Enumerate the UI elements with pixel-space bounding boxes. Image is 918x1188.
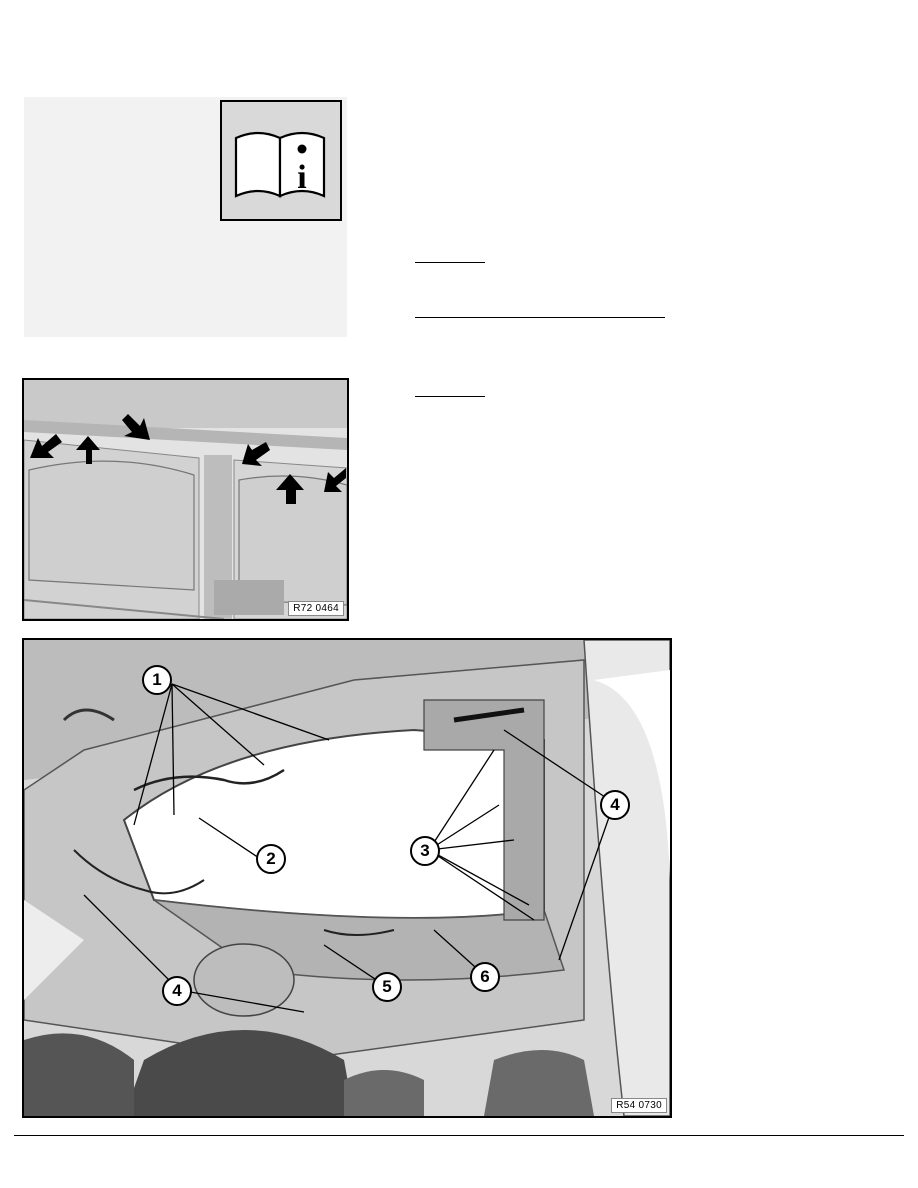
- info-manual-icon: i: [220, 100, 342, 221]
- figure-headliner-clips: R72 0464: [22, 378, 349, 621]
- callout-4-left: 4: [162, 976, 192, 1006]
- callout-2: 2: [256, 844, 286, 874]
- blank-rule-2: [415, 317, 665, 318]
- figure-code: R54 0730: [611, 1098, 667, 1113]
- callout-4-right: 4: [600, 790, 630, 820]
- callout-1: 1: [142, 665, 172, 695]
- info-icon-glyph: i: [297, 159, 306, 196]
- blank-rule-3: [415, 396, 485, 397]
- callout-6: 6: [470, 962, 500, 992]
- figure-code: R72 0464: [288, 601, 344, 616]
- figure-roof-frame: 1 2 3 4 4 5 6 R54 0730: [22, 638, 672, 1118]
- footer-rule: [14, 1135, 904, 1136]
- blank-rule-1: [415, 262, 485, 263]
- callout-5: 5: [372, 972, 402, 1002]
- callout-3: 3: [410, 836, 440, 866]
